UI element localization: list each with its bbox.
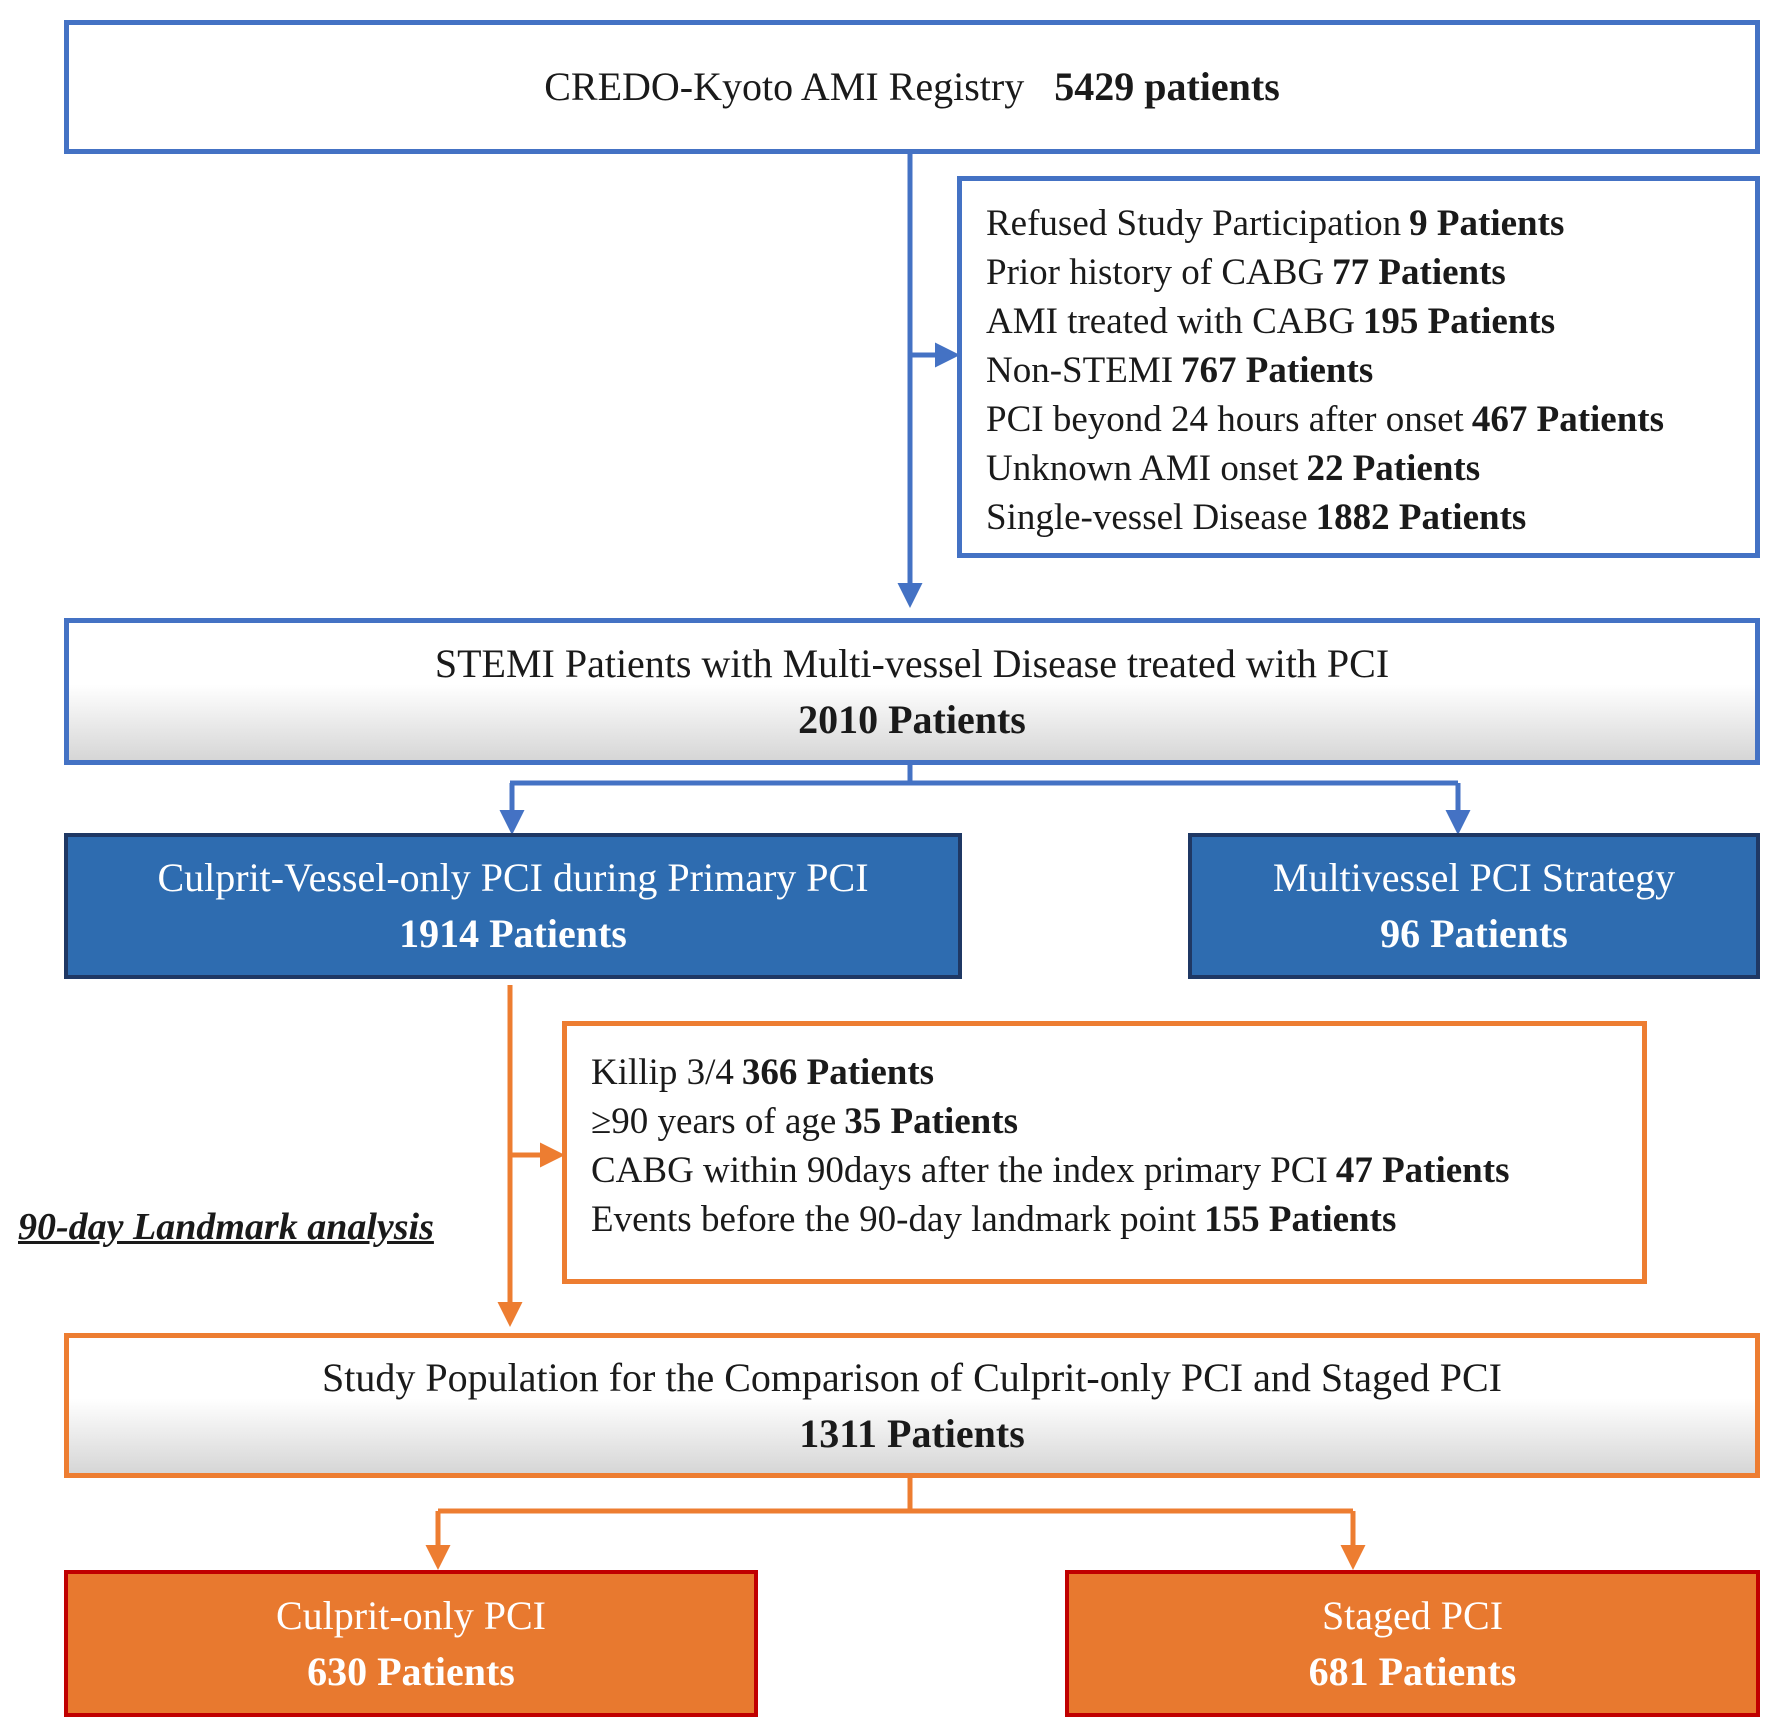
culprit-only-box: Culprit-only PCI 630 Patients <box>64 1570 758 1717</box>
culprit-vessel-only-count: 1914 Patients <box>399 911 627 956</box>
multivessel-box: Multivessel PCI Strategy 96 Patients <box>1188 833 1760 979</box>
landmark-analysis-label: 90-day Landmark analysis <box>18 1206 434 1248</box>
staged-box: Staged PCI 681 Patients <box>1065 1570 1760 1717</box>
split-line-stemi <box>510 763 913 786</box>
study-population-label: Study Population for the Comparison of C… <box>322 1354 1502 1400</box>
study-population-count: 1311 Patients <box>799 1410 1025 1456</box>
culprit-only-label: Culprit-only PCI <box>275 1592 547 1638</box>
registry-text: CREDO-Kyoto AMI Registry 5429 patients <box>544 59 1280 115</box>
stemi-count: 2010 Patients <box>798 696 1026 742</box>
registry-count: 5429 patients <box>1054 64 1280 109</box>
stemi-box: STEMI Patients with Multi-vessel Disease… <box>64 618 1760 765</box>
split-line-study <box>438 1476 913 1514</box>
study-population-box: Study Population for the Comparison of C… <box>64 1333 1760 1478</box>
culprit-only-count: 630 Patients <box>307 1648 515 1694</box>
staged-label: Staged PCI <box>1321 1592 1504 1638</box>
stemi-label: STEMI Patients with Multi-vessel Disease… <box>434 640 1390 686</box>
registry-box: CREDO-Kyoto AMI Registry 5429 patients <box>64 20 1760 154</box>
multivessel-count: 96 Patients <box>1380 911 1568 956</box>
culprit-vessel-only-label: Culprit-Vessel-only PCI during Primary P… <box>157 855 869 900</box>
culprit-vessel-only-box: Culprit-Vessel-only PCI during Primary P… <box>64 833 962 979</box>
registry-label: CREDO-Kyoto AMI Registry <box>544 64 1025 109</box>
exclusion-item: CABG within 90days after the index prima… <box>591 1150 1510 1191</box>
staged-count: 681 Patients <box>1308 1648 1517 1694</box>
multivessel-label: Multivessel PCI Strategy <box>1272 855 1676 900</box>
